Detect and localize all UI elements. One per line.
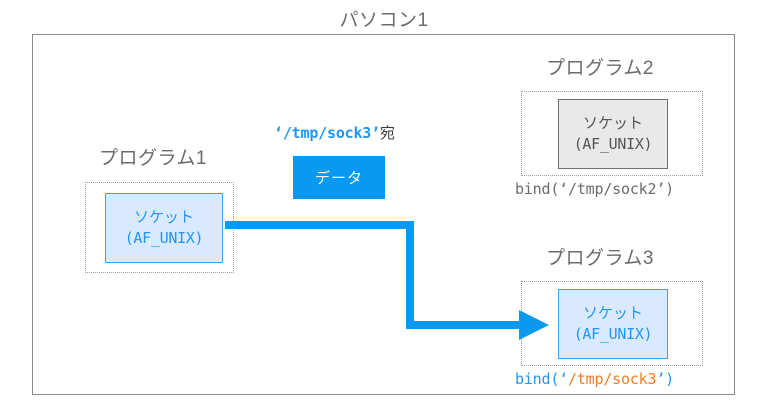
machine-title: パソコン1 <box>339 10 429 31</box>
destination-label: ‘/tmp/sock3’宛 <box>274 122 395 143</box>
program-2-socket: ソケット (AF_UNIX) <box>558 99 668 169</box>
destination-suffix: 宛 <box>379 125 395 142</box>
socket-type-label: ソケット <box>582 114 643 132</box>
machine-frame <box>32 34 735 395</box>
program-2-label: プログラム2 <box>546 58 654 79</box>
socket-family-label: (AF_UNIX) <box>573 325 653 343</box>
program-2-bind-caption: bind(‘/tmp/sock2’) <box>515 180 674 198</box>
bind-prefix: bind(‘ <box>515 370 568 388</box>
program-3-label: プログラム3 <box>546 248 654 269</box>
bind-suffix: ’) <box>656 180 674 198</box>
program-2-box <box>521 91 703 176</box>
program-3-bind-caption: bind(‘/tmp/sock3’) <box>515 370 674 388</box>
destination-path: ‘/tmp/sock3’ <box>274 124 380 142</box>
program-1-label: プログラム1 <box>99 148 207 169</box>
bind-path: /tmp/sock2 <box>568 180 657 198</box>
socket-family-label: (AF_UNIX) <box>573 135 653 153</box>
socket-family-label: (AF_UNIX) <box>124 229 204 247</box>
data-packet: データ <box>293 156 385 199</box>
program-1-socket: ソケット (AF_UNIX) <box>105 193 223 263</box>
bind-prefix: bind(‘ <box>515 180 568 198</box>
socket-type-label: ソケット <box>582 304 643 322</box>
bind-path: /tmp/sock3 <box>568 370 657 388</box>
socket-type-label: ソケット <box>133 208 194 226</box>
program-3-socket: ソケット (AF_UNIX) <box>558 289 668 359</box>
bind-suffix: ’) <box>656 370 674 388</box>
